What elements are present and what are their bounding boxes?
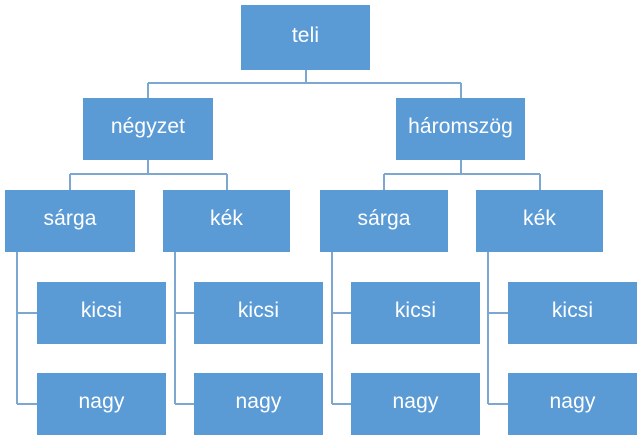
node-label: kicsi (237, 299, 280, 322)
node-nagy-14[interactable]: nagy (508, 373, 637, 435)
node-label: sárga (357, 207, 411, 230)
node-kicsi-7[interactable]: kicsi (37, 282, 166, 344)
node-label: háromszög (408, 115, 513, 138)
node-n-gyzet-1[interactable]: négyzet (83, 98, 213, 160)
node-kicsi-9[interactable]: kicsi (351, 282, 480, 344)
node-label: nagy (549, 390, 596, 413)
node-label: kék (210, 207, 243, 230)
node-label: sárga (43, 207, 97, 230)
node-label: kék (523, 207, 556, 230)
node-nagy-12[interactable]: nagy (194, 373, 323, 435)
node-teli-0[interactable]: teli (241, 5, 370, 70)
node-k-k-6[interactable]: kék (476, 190, 603, 252)
node-label: nagy (392, 390, 439, 413)
node-label: kicsi (80, 299, 123, 322)
node-label: kicsi (394, 299, 437, 322)
node-s-rga-3[interactable]: sárga (5, 190, 135, 252)
node-label: négyzet (110, 115, 186, 138)
node-label: teli (291, 23, 320, 47)
node-nagy-11[interactable]: nagy (37, 373, 166, 435)
node-kicsi-10[interactable]: kicsi (508, 282, 637, 344)
node-label: nagy (235, 390, 282, 413)
node-k-k-4[interactable]: kék (163, 190, 290, 252)
node-s-rga-5[interactable]: sárga (320, 190, 448, 252)
node-h-romsz-g-2[interactable]: háromszög (396, 98, 525, 160)
node-label: kicsi (551, 299, 594, 322)
node-nagy-13[interactable]: nagy (351, 373, 480, 435)
node-kicsi-8[interactable]: kicsi (194, 282, 323, 344)
node-label: nagy (78, 390, 125, 413)
